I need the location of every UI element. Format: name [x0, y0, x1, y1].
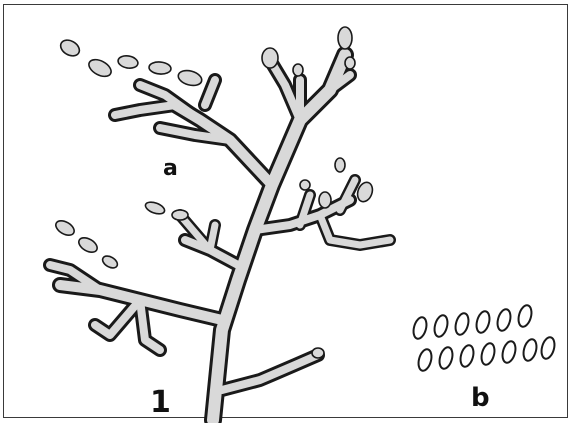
label-b: b — [471, 385, 490, 411]
figure-number: 1 — [150, 388, 171, 418]
branching-structure — [50, 55, 390, 420]
label-a: a — [163, 158, 178, 180]
detached-spores — [411, 304, 556, 372]
